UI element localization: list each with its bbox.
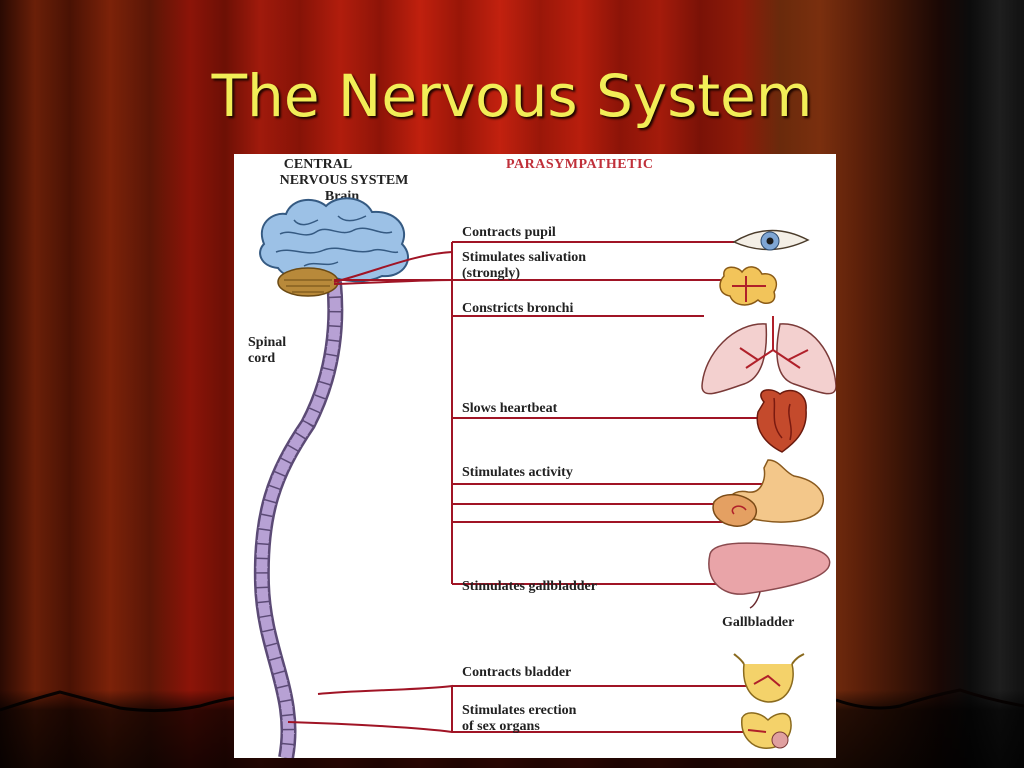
reproductive-organ-icon: [741, 712, 792, 749]
heart-icon: [756, 389, 807, 453]
label-salivation-line2: (strongly): [462, 266, 520, 281]
spinal-cord: [253, 281, 344, 758]
label-slows-heartbeat: Slows heartbeat: [462, 401, 558, 416]
label-constricts-bronchi: Constricts bronchi: [462, 301, 573, 316]
division-heading: PARASYMPATHETIC: [506, 157, 654, 172]
lungs-icon: [701, 316, 836, 395]
label-sex-line2: of sex organs: [462, 719, 540, 734]
cns-heading-line1: CENTRAL: [284, 157, 352, 172]
eye-icon: [732, 229, 810, 251]
label-stimulates-activity: Stimulates activity: [462, 465, 573, 480]
gallbladder-label: Gallbladder: [722, 615, 794, 630]
cns-heading-line2: NERVOUS SYSTEM: [280, 173, 409, 188]
nerve-pathways: [287, 241, 764, 733]
stomach-icon: [712, 459, 824, 527]
label-sex-line1: Stimulates erection: [462, 703, 577, 718]
label-contracts-bladder: Contracts bladder: [462, 665, 571, 680]
spinal-label-line1: Spinal: [248, 335, 286, 350]
bladder-icon: [733, 653, 805, 703]
label-stimulates-gallbladder: Stimulates gallbladder: [462, 579, 597, 594]
brain-icon: [259, 197, 409, 297]
salivary-gland-icon: [719, 266, 778, 306]
diagram-panel: CENTRAL NERVOUS SYSTEM Brain PARASYMPATH…: [234, 154, 836, 758]
label-salivation-line1: Stimulates salivation: [462, 250, 586, 265]
label-contracts-pupil: Contracts pupil: [462, 225, 556, 240]
nervous-system-diagram: CENTRAL NERVOUS SYSTEM Brain PARASYMPATH…: [248, 157, 836, 758]
spinal-label-line2: cord: [248, 351, 275, 366]
liver-icon: [708, 542, 831, 609]
slide-title: The Nervous System: [211, 62, 813, 130]
